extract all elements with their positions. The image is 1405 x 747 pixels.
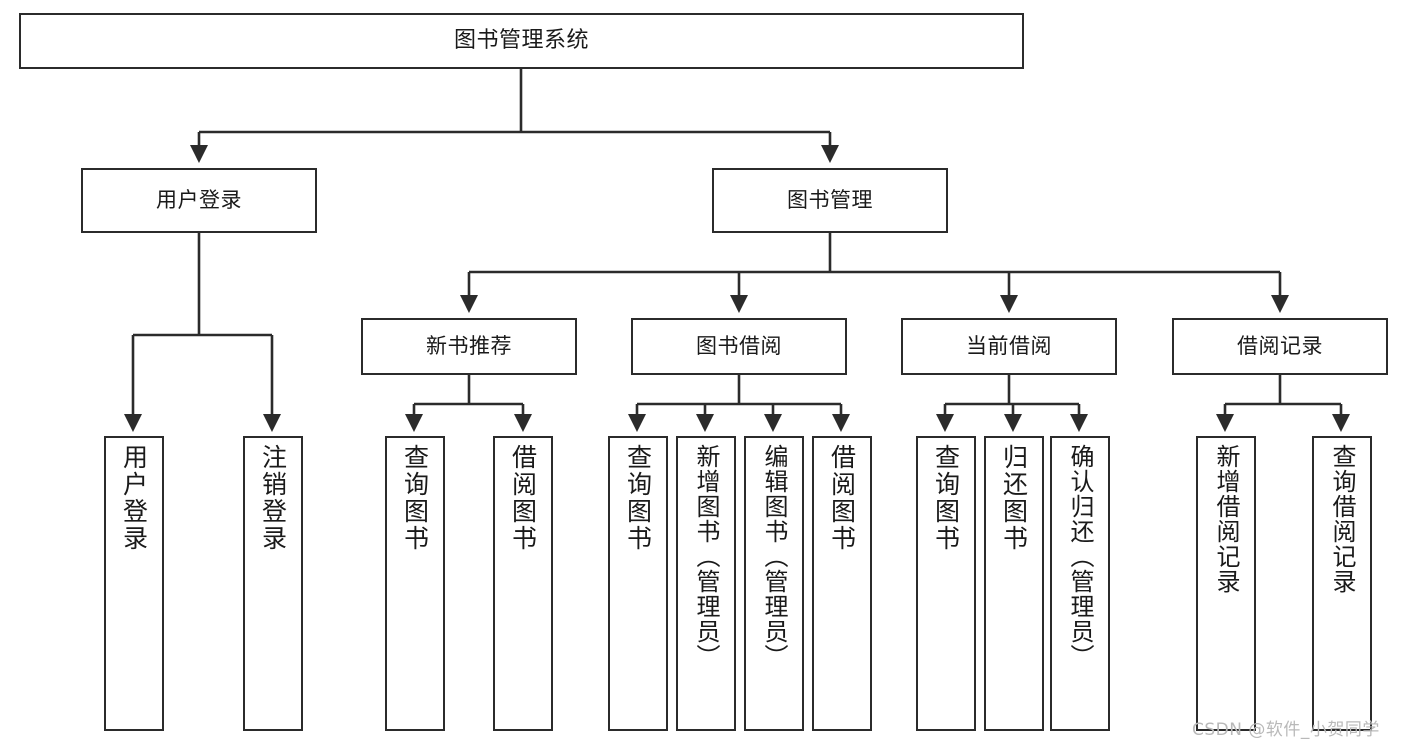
node-leaf-borrow-book-1[interactable]: 借阅图书 <box>493 436 553 731</box>
node-leaf-query-book-2-label: 查询图书 <box>623 444 653 552</box>
node-leaf-logout-label: 注销登录 <box>258 444 288 552</box>
node-book-management-label: 图书管理 <box>787 188 873 213</box>
node-leaf-edit-book-label: 编辑图书（管理员） <box>760 444 788 669</box>
node-leaf-borrow-book-1-label: 借阅图书 <box>508 444 538 552</box>
node-user-login[interactable]: 用户登录 <box>81 168 317 233</box>
node-leaf-query-book-3-label: 查询图书 <box>931 444 961 552</box>
node-leaf-query-book-1-label: 查询图书 <box>400 444 430 552</box>
node-leaf-return-book[interactable]: 归还图书 <box>984 436 1044 731</box>
node-borrow-record[interactable]: 借阅记录 <box>1172 318 1388 375</box>
node-leaf-query-book-2[interactable]: 查询图书 <box>608 436 668 731</box>
node-current-borrow-label: 当前借阅 <box>966 334 1052 359</box>
node-leaf-borrow-book-2-label: 借阅图书 <box>827 444 857 552</box>
node-leaf-add-record[interactable]: 新增借阅记录 <box>1196 436 1256 731</box>
node-leaf-return-book-label: 归还图书 <box>999 444 1029 552</box>
node-new-book-recommend-label: 新书推荐 <box>426 334 512 359</box>
node-book-borrow[interactable]: 图书借阅 <box>631 318 847 375</box>
node-leaf-edit-book[interactable]: 编辑图书（管理员） <box>744 436 804 731</box>
node-leaf-borrow-book-2[interactable]: 借阅图书 <box>812 436 872 731</box>
csdn-watermark: CSDN @软件_小贺同学 <box>1192 720 1380 740</box>
node-leaf-add-book-label: 新增图书（管理员） <box>692 444 720 669</box>
node-leaf-query-book-3[interactable]: 查询图书 <box>916 436 976 731</box>
node-leaf-query-record-label: 查询借阅记录 <box>1328 444 1356 594</box>
node-borrow-record-label: 借阅记录 <box>1237 334 1323 359</box>
node-leaf-query-record[interactable]: 查询借阅记录 <box>1312 436 1372 731</box>
node-leaf-query-book-1[interactable]: 查询图书 <box>385 436 445 731</box>
node-leaf-add-book[interactable]: 新增图书（管理员） <box>676 436 736 731</box>
node-leaf-logout[interactable]: 注销登录 <box>243 436 303 731</box>
node-current-borrow[interactable]: 当前借阅 <box>901 318 1117 375</box>
node-book-management[interactable]: 图书管理 <box>712 168 948 233</box>
node-user-login-label: 用户登录 <box>156 188 242 213</box>
node-new-book-recommend[interactable]: 新书推荐 <box>361 318 577 375</box>
node-leaf-confirm-return-label: 确认归还（管理员） <box>1066 444 1094 669</box>
node-leaf-add-record-label: 新增借阅记录 <box>1212 444 1240 594</box>
node-root[interactable]: 图书管理系统 <box>19 13 1024 69</box>
node-book-borrow-label: 图书借阅 <box>696 334 782 359</box>
node-leaf-user-login[interactable]: 用户登录 <box>104 436 164 731</box>
node-root-label: 图书管理系统 <box>453 28 589 54</box>
node-leaf-user-login-label: 用户登录 <box>119 444 149 552</box>
node-leaf-confirm-return[interactable]: 确认归还（管理员） <box>1050 436 1110 731</box>
